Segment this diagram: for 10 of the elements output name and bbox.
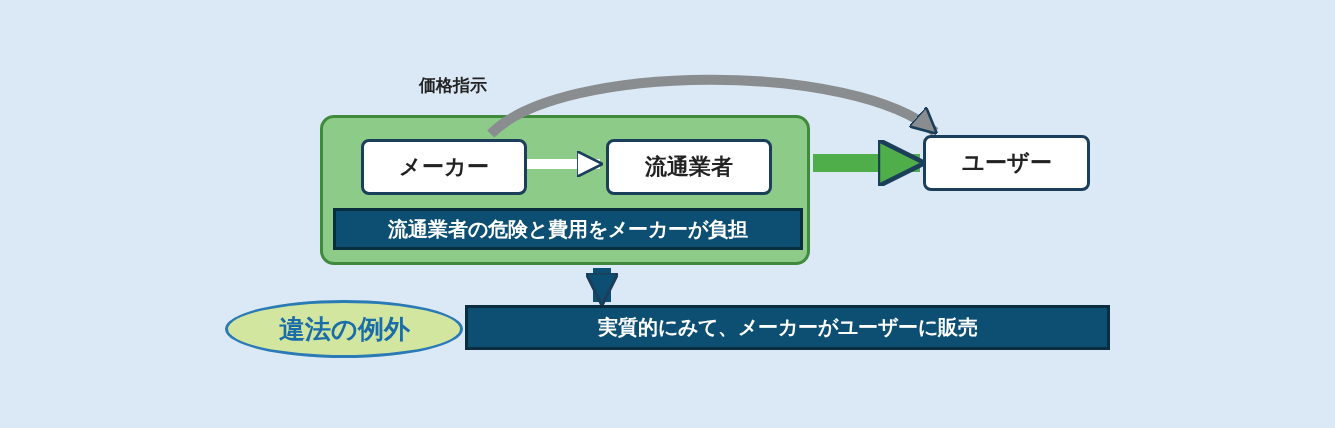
arrow [527,149,604,179]
entity-box: 流通業者 [606,139,772,195]
note-banner: 実質的にみて、メーカーがユーザーに販売 [465,305,1110,350]
note-banner: 流通業者の危険と費用をメーカーが負担 [333,208,803,250]
edge-label: 価格指示 [415,74,490,97]
group-panel [320,115,810,265]
entity-box: ユーザー [923,135,1090,191]
entity-box: メーカー [361,139,527,195]
oval-label: 違法の例外 [225,300,463,358]
arrow [584,268,620,307]
